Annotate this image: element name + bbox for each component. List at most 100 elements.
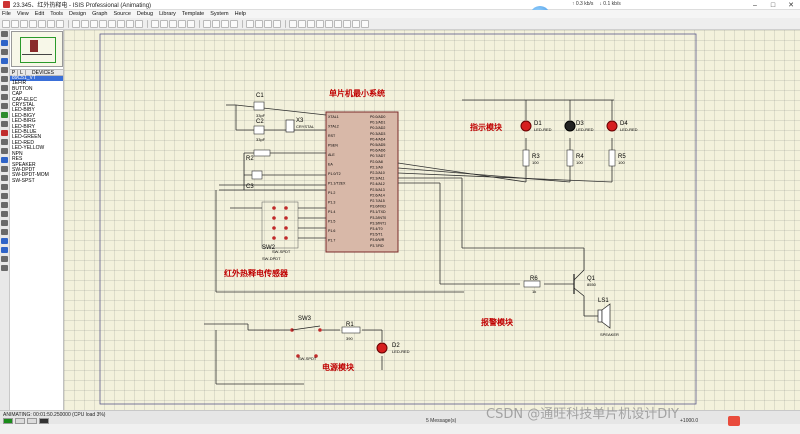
wire-autoroute-icon[interactable] [289,19,297,28]
device-list-item[interactable]: SW-SPST [12,177,35,184]
menu-edit[interactable]: Edit [34,11,45,17]
box-icon[interactable] [1,175,8,181]
cut-icon[interactable] [169,19,177,28]
capacitor-c2[interactable] [253,125,265,135]
device-list-item[interactable]: 89C51_VT [10,75,63,82]
menu-file[interactable]: File [2,11,11,17]
remove-sheet-icon[interactable] [325,19,333,28]
pir-switch-bank[interactable] [261,201,299,249]
redo-icon[interactable] [160,19,168,28]
new-icon[interactable] [2,19,10,28]
resistor-r3[interactable] [522,149,530,167]
circle-icon[interactable] [1,184,8,190]
search-tag-icon[interactable] [298,19,306,28]
exit-to-parent-icon[interactable] [334,19,342,28]
device-list-item[interactable]: LED-BIRG [12,118,36,125]
generator-icon[interactable] [1,130,8,136]
resistor-r5[interactable] [608,149,616,167]
refresh-icon[interactable] [72,19,80,28]
zoom-all-icon[interactable] [126,19,134,28]
make-device-icon[interactable] [255,19,263,28]
paste-icon[interactable] [187,19,195,28]
capacitor-c1[interactable] [253,101,265,111]
menu-graph[interactable]: Graph [92,11,108,17]
decompose-icon[interactable] [273,19,281,28]
erc-icon[interactable] [352,19,360,28]
capacitor-c3[interactable] [251,170,263,180]
pause-button[interactable] [27,418,37,424]
zoom-in-icon[interactable] [108,19,116,28]
resistor-r4[interactable] [566,149,574,167]
device-list-item[interactable]: SW-DPDT [12,166,36,173]
virtual-instrument-icon[interactable] [1,157,8,163]
text-icon[interactable] [1,211,8,217]
resistor-r1[interactable] [341,326,361,334]
new-sheet-icon[interactable] [316,19,324,28]
device-list-item[interactable]: LED-BIRY [12,123,35,130]
device-list-item[interactable]: LED-GREEN [12,134,42,141]
mirror-y-icon[interactable] [1,265,8,271]
packaging-icon[interactable] [264,19,272,28]
message-count[interactable]: 5 Message(s) [426,418,457,424]
overview-window[interactable] [11,31,63,67]
selection-mode-icon[interactable] [1,31,8,37]
device-list-item[interactable]: LED-BLUE [12,129,37,136]
junction-icon[interactable] [1,49,8,55]
wire-label-icon[interactable] [1,58,8,64]
menu-tools[interactable]: Tools [50,11,64,17]
path-icon[interactable] [1,202,8,208]
origin-icon[interactable] [90,19,98,28]
block-delete-icon[interactable] [230,19,238,28]
transistor-q1[interactable] [573,269,585,297]
arc-icon[interactable] [1,193,8,199]
led-d4[interactable] [606,120,618,132]
pick-device-icon[interactable] [246,19,254,28]
save-icon[interactable] [20,19,28,28]
current-probe-icon[interactable] [1,148,8,154]
sw3-contact-2[interactable] [318,328,322,332]
device-pin-icon[interactable] [1,103,8,109]
import-icon[interactable] [29,19,37,28]
netlist-to-ares-icon[interactable] [361,19,369,28]
menu-library[interactable]: Library [159,11,176,17]
crystal-x3[interactable] [285,119,295,133]
device-list-item[interactable]: LED-BIGY [12,112,36,119]
pan-icon[interactable] [99,19,107,28]
device-list-item[interactable]: NPN [12,150,23,157]
block-move-icon[interactable] [212,19,220,28]
line-icon[interactable] [1,166,8,172]
export-icon[interactable] [38,19,46,28]
menu-design[interactable]: Design [69,11,87,17]
pick-devices-button[interactable]: P [10,69,18,76]
bom-icon[interactable] [343,19,351,28]
block-rotate-icon[interactable] [221,19,229,28]
library-manager-button[interactable]: L [18,69,26,76]
device-list-item[interactable]: CAP-ELEC [12,96,38,103]
device-list-item[interactable]: 1EFIR [12,80,27,87]
terminal-icon[interactable] [1,94,8,100]
menu-debug[interactable]: Debug [136,11,154,17]
minimize-button[interactable]: – [753,1,757,9]
rotate-ccw-icon[interactable] [1,247,8,253]
mirror-x-icon[interactable] [1,256,8,262]
mcu-89c51[interactable]: XTAL1XTAL2RSTPSENALEEAP1.0/T2P1.1/T2EXP1… [325,111,399,253]
step-button[interactable] [15,418,25,424]
sw3b-contact-1[interactable] [296,354,300,358]
device-list-item[interactable]: SPEAKER [12,161,36,168]
bus-icon[interactable] [1,76,8,82]
print-area-icon[interactable] [56,19,64,28]
resistor-r2[interactable] [253,149,271,157]
grid-icon[interactable] [81,19,89,28]
menu-help[interactable]: Help [234,11,246,17]
graph-icon[interactable] [1,112,8,118]
print-icon[interactable] [47,19,55,28]
zoom-out-icon[interactable] [117,19,125,28]
undo-icon[interactable] [151,19,159,28]
device-list-item[interactable]: LED-YELLOW [12,145,45,152]
open-icon[interactable] [11,19,19,28]
zoom-area-icon[interactable] [135,19,143,28]
sw3b-contact-2[interactable] [314,354,318,358]
rotate-cw-icon[interactable] [1,238,8,244]
marker-icon[interactable] [1,229,8,235]
